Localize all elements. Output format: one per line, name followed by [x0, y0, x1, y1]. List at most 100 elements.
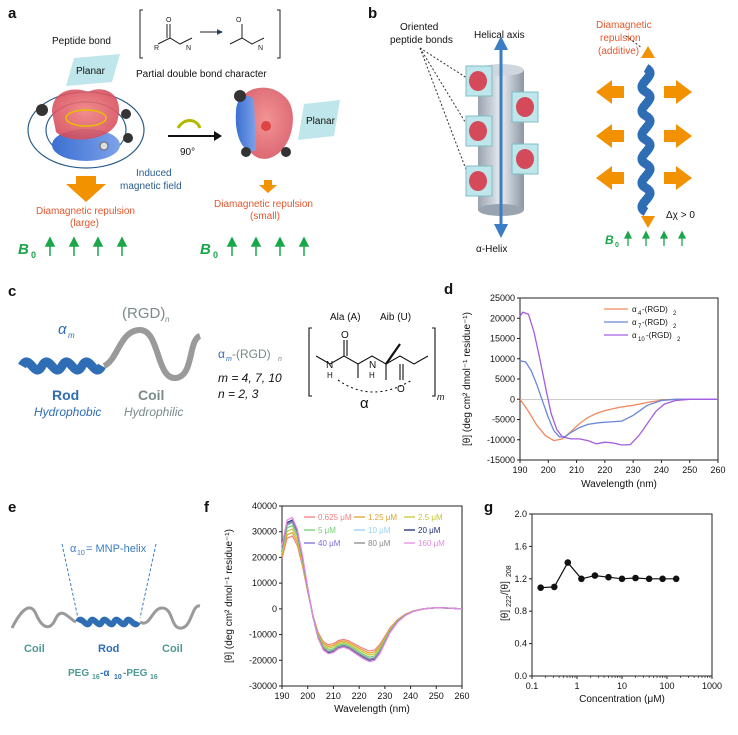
legend-sub2: 2	[677, 337, 681, 343]
c-m-vals: m = 4, 7, 10	[218, 371, 282, 385]
legend-label: 20 μM	[418, 526, 441, 535]
induced-label-2: magnetic field	[120, 181, 182, 192]
legend-label: 160 μM	[418, 539, 445, 548]
data-point	[618, 575, 626, 583]
b0-arrows-right	[226, 236, 310, 256]
legend-label: 2.5 μM	[418, 513, 443, 522]
peptide-bond-label: Peptide bond	[52, 36, 111, 47]
y-tick-label: -30000	[249, 681, 277, 691]
c-peptide-structure	[308, 327, 436, 397]
legend-label: 1.25 μM	[368, 513, 397, 522]
y-label-main: [θ]	[500, 610, 511, 621]
y-tick-label: 0.8	[514, 606, 527, 616]
c-n1: N	[326, 360, 333, 371]
panel-c: c α m (RGD) n Rod Coil Hydrophobic Hydro…	[8, 283, 445, 419]
panel-e: e α 10 = MNP-helix Coil Rod Coil PEG 16 …	[8, 499, 201, 681]
e-peg-sub1: 16	[92, 674, 100, 681]
planar-left-label: Planar	[76, 66, 106, 77]
chem-r-left: R	[154, 45, 159, 52]
plot-frame	[531, 513, 713, 677]
data-point	[537, 584, 544, 591]
b-helix	[637, 64, 655, 216]
legend-sub: 10	[638, 337, 645, 343]
c-formula-rest: -(RGD)	[232, 347, 271, 361]
x-tick-label: 210	[326, 691, 341, 701]
panel-b-letter: b	[368, 5, 377, 22]
data-point	[551, 583, 558, 591]
b0-b-sub: 0	[615, 242, 619, 249]
legend-rest: -(RGD)	[642, 318, 668, 327]
ring-current-loop	[65, 109, 107, 127]
x-tick-label: 220	[352, 691, 367, 701]
chem-n-left: N	[186, 45, 191, 52]
planar-plane-right	[298, 100, 340, 140]
y-tick-label: 0.0	[514, 671, 527, 681]
e-dash-right	[139, 543, 157, 619]
c-m-bracket: m	[437, 392, 445, 402]
x-tick-label: 260	[454, 691, 469, 701]
panel-a: a Peptide bond R N O O N Partial double …	[8, 5, 340, 260]
y-tick-label: 1.2	[514, 574, 527, 584]
y-tick-label: -10000	[487, 435, 515, 445]
x-tick-label: 210	[569, 465, 584, 475]
panel-e-letter: e	[8, 499, 16, 516]
oriented-1: Oriented	[400, 22, 438, 33]
c-ala: Ala (A)	[330, 312, 361, 323]
b0-left: B	[18, 241, 29, 258]
chem-o-right: O	[236, 17, 242, 24]
c-rgd: (RGD)	[122, 305, 165, 322]
e-dash-left	[61, 543, 79, 619]
atom-right-4	[261, 121, 271, 131]
c-coil	[102, 326, 202, 381]
x-tick-label: 240	[654, 465, 669, 475]
data-point	[659, 575, 666, 583]
x-axis-label: Concentration (μM)	[579, 694, 665, 705]
chem-o-left: O	[166, 17, 172, 24]
y-tick-label: 10000	[252, 578, 277, 588]
x-tick-label: 0.1	[526, 681, 539, 691]
e-peg-sub2: 10	[114, 674, 122, 681]
legend-label: 5 μM	[318, 526, 336, 535]
e-coil-right	[139, 604, 201, 630]
legend-label: 40 μM	[318, 539, 341, 548]
data-point	[605, 573, 612, 581]
c-formula-sub2: n	[278, 356, 282, 363]
data-point	[578, 575, 585, 583]
oriented-2: peptide bonds	[390, 35, 453, 46]
e-coil-left	[10, 606, 77, 629]
dia-b-1: Diamagnetic	[596, 20, 652, 31]
x-tick-label: 1000	[702, 681, 722, 691]
e-peg-1: PEG	[68, 668, 89, 679]
legend-label: α	[632, 331, 637, 340]
e-peg-mid: -α	[100, 668, 110, 679]
b0-right-sub: 0	[213, 250, 218, 260]
x-tick-label: 220	[597, 465, 612, 475]
planar-right-label: Planar	[306, 116, 336, 127]
axis-head-bottom	[494, 224, 508, 238]
y-tick-label: 30000	[252, 527, 277, 537]
atom-left-4	[99, 141, 109, 151]
y-tick-label: 0	[272, 604, 277, 614]
b0-arrows-left	[44, 236, 128, 256]
x-tick-label: 190	[512, 465, 527, 475]
y-tick-label: 15000	[490, 334, 515, 344]
c-hydrophilic: Hydrophilic	[124, 405, 183, 419]
atom-left-3	[123, 133, 133, 143]
c-alpha-under: α	[360, 395, 369, 412]
panel-a-letter: a	[8, 5, 17, 22]
y-tick-label: 20000	[490, 313, 515, 323]
induced-label-1: Induced	[136, 168, 172, 179]
panel-b: b Oriented peptide bonds Helical axis	[368, 5, 695, 255]
x-tick-label: 200	[541, 465, 556, 475]
x-tick-label: 190	[274, 691, 289, 701]
legend-sub: 7	[638, 324, 642, 330]
e-rod-label: Rod	[98, 643, 119, 655]
c-formula-a: α	[218, 347, 225, 361]
rotation-angle: 90°	[180, 147, 195, 158]
dia-b-pointer	[625, 35, 643, 49]
rotate-arrow-head	[214, 131, 222, 141]
panel-c-letter: c	[8, 283, 16, 300]
